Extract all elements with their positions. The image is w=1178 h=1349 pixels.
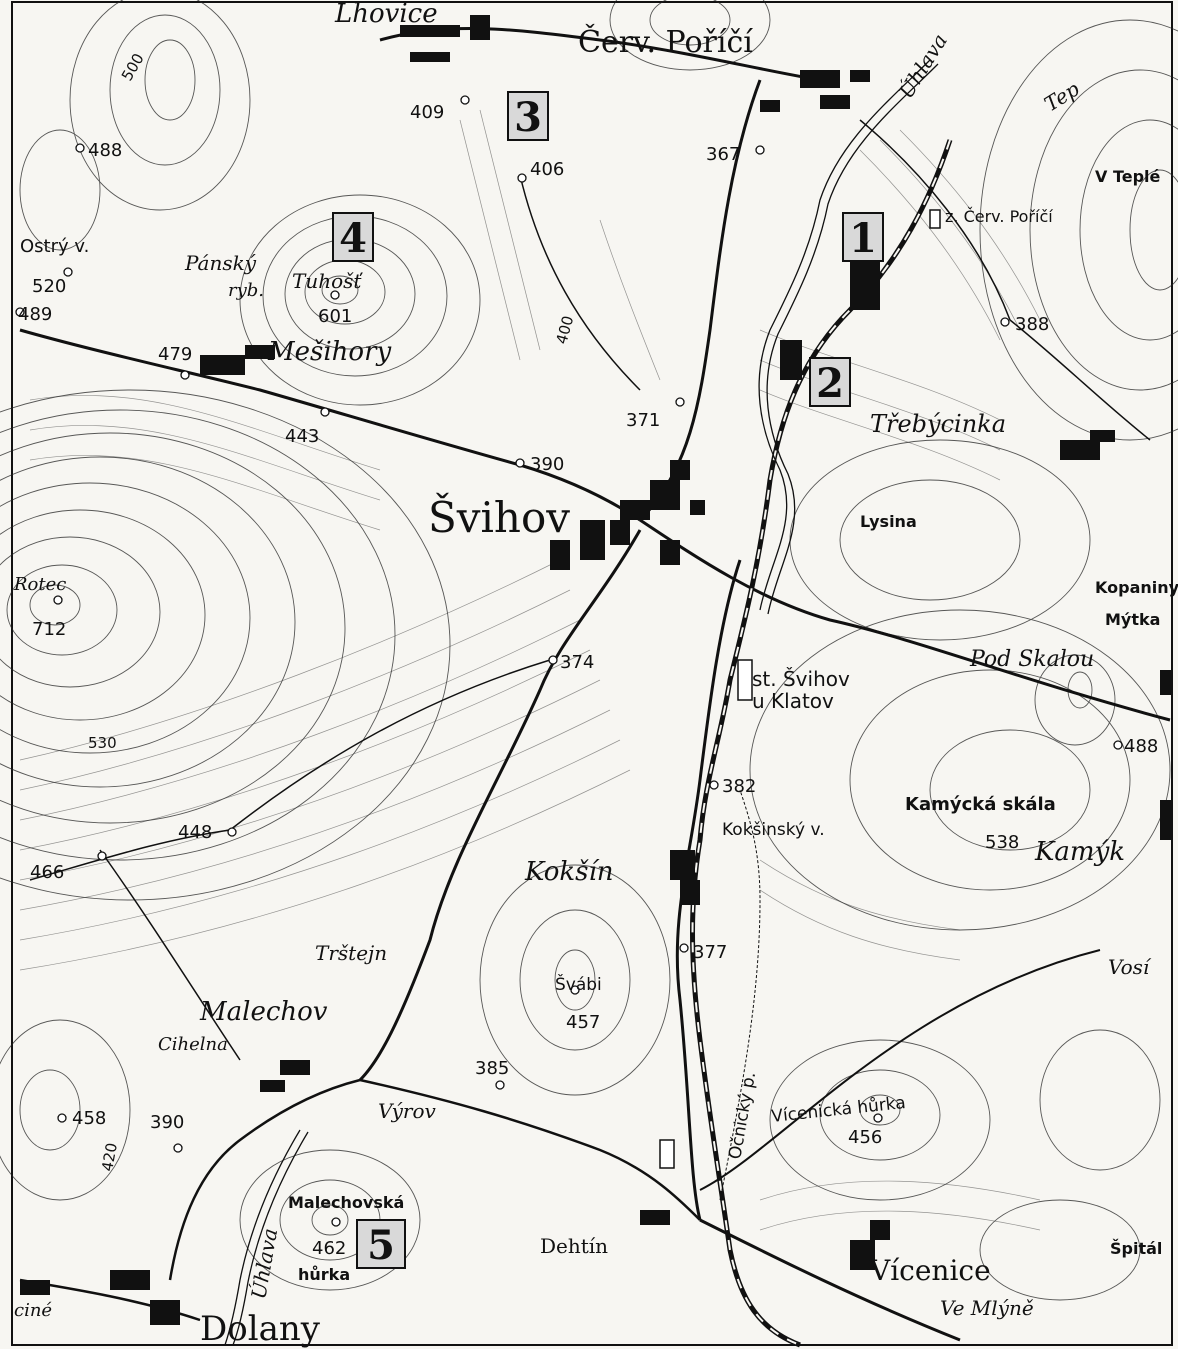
marker-5: 5 bbox=[356, 1219, 406, 1269]
label-malechovska: Malechovská bbox=[288, 1193, 404, 1212]
marker-4: 4 bbox=[332, 212, 374, 262]
railway bbox=[690, 139, 953, 1348]
height-382: 382 bbox=[722, 776, 756, 797]
height-601: 601 bbox=[318, 306, 352, 327]
label-kamyk: Kamýk bbox=[1034, 837, 1125, 867]
height-390-n: 390 bbox=[530, 454, 564, 475]
height-712: 712 bbox=[32, 619, 66, 640]
label-svabi: Švábi bbox=[555, 973, 602, 995]
marker-5-label: 5 bbox=[367, 1222, 395, 1269]
height-462: 462 bbox=[312, 1238, 346, 1259]
height-458: 458 bbox=[72, 1108, 106, 1129]
label-ostry-v: Ostrý v. bbox=[20, 236, 89, 257]
height-371: 371 bbox=[626, 410, 660, 431]
label-lhovice: Lhovice bbox=[334, 0, 438, 29]
label-malechov: Malechov bbox=[199, 997, 328, 1027]
marker-3: 3 bbox=[507, 91, 549, 141]
height-390-s: 390 bbox=[150, 1112, 184, 1133]
label-tuhost: Tuhošť bbox=[292, 269, 363, 293]
height-367: 367 bbox=[706, 144, 740, 165]
marker-2: 2 bbox=[809, 357, 851, 407]
label-hurka: hůrka bbox=[298, 1265, 350, 1284]
height-489: 489 bbox=[18, 304, 52, 325]
height-457: 457 bbox=[566, 1012, 600, 1033]
height-488-nw: 488 bbox=[88, 140, 122, 161]
label-trebycinka: Třebýcinka bbox=[870, 410, 1006, 438]
height-466: 466 bbox=[30, 862, 64, 883]
height-377: 377 bbox=[693, 942, 727, 963]
label-lysina: Lysina bbox=[860, 512, 917, 531]
height-406: 406 bbox=[530, 159, 564, 180]
marker-3-label: 3 bbox=[514, 94, 542, 141]
height-488-e: 488 bbox=[1124, 736, 1158, 757]
numbered-markers: 1 2 3 4 5 bbox=[332, 91, 884, 1269]
building-blocks bbox=[20, 15, 1172, 1325]
label-u-klatov: u Klatov bbox=[752, 689, 834, 713]
height-479: 479 bbox=[158, 344, 192, 365]
contour-value-labels: 500 400 530 420 bbox=[88, 50, 577, 1172]
height-448: 448 bbox=[178, 822, 212, 843]
label-mytka: Mýtka bbox=[1105, 610, 1160, 629]
marker-1-label: 1 bbox=[849, 215, 877, 262]
label-cihelna: Cihelna bbox=[158, 1034, 228, 1055]
height-443: 443 bbox=[285, 426, 319, 447]
marker-1: 1 bbox=[842, 212, 884, 262]
contour-lines bbox=[0, 0, 1178, 1301]
label-pod-skalou: Pod Skalou bbox=[969, 647, 1094, 672]
label-rotec: Rotec bbox=[13, 574, 66, 595]
height-520: 520 bbox=[32, 276, 66, 297]
spot-height-markers bbox=[15, 95, 1123, 1227]
contour-530: 530 bbox=[88, 734, 117, 752]
label-trstejn: Trštejn bbox=[315, 941, 387, 965]
spot-height-labels: 488 409 406 367 520 489 601 479 443 390 … bbox=[18, 102, 1158, 1259]
label-mesihory: Mešihory bbox=[267, 337, 391, 367]
label-ve-mlyne: Ve Mlýně bbox=[940, 1296, 1034, 1320]
label-dehtin: Dehtín bbox=[540, 1234, 608, 1258]
height-388: 388 bbox=[1015, 314, 1049, 335]
height-456: 456 bbox=[848, 1127, 882, 1148]
height-385: 385 bbox=[475, 1058, 509, 1079]
station-buildings bbox=[659, 209, 941, 1169]
label-st-svihov: st. Švihov bbox=[752, 667, 850, 691]
label-koksinsky-v: Kokšinský v. bbox=[722, 820, 825, 840]
contour-420: 420 bbox=[98, 1141, 121, 1172]
label-vosi: Vosí bbox=[1108, 955, 1152, 979]
label-v-teple: V Teplé bbox=[1095, 167, 1161, 186]
label-z-cerv-porici: z. Červ. Poříčí bbox=[945, 207, 1053, 226]
contour-flow bbox=[19, 109, 1041, 1231]
marker-2-label: 2 bbox=[816, 360, 844, 407]
label-cine: ciné bbox=[14, 1300, 52, 1321]
height-374: 374 bbox=[560, 652, 594, 673]
label-vyrov: Výrov bbox=[378, 1099, 437, 1123]
label-vicenice: Vícenice bbox=[869, 1254, 991, 1287]
label-pansky: Pánský bbox=[184, 251, 257, 275]
label-koksin: Kokšín bbox=[524, 857, 614, 887]
stream-ocnicky bbox=[719, 789, 761, 1201]
marker-4-label: 4 bbox=[339, 215, 367, 262]
label-svihov: Švihov bbox=[428, 492, 570, 542]
label-kopaniny: Kopaniny bbox=[1095, 578, 1178, 597]
river-uhlava bbox=[224, 59, 939, 1346]
label-cerv-porici: Červ. Poříčí bbox=[578, 24, 753, 60]
label-dolany: Dolany bbox=[200, 1309, 321, 1349]
height-538: 538 bbox=[985, 832, 1019, 853]
height-409: 409 bbox=[410, 102, 444, 123]
feature-labels: Pánský ryb. Tuhošť Ostrý v. Lysina Kokši… bbox=[13, 29, 1084, 1301]
label-ryb: ryb. bbox=[228, 280, 264, 301]
label-spital: Špitál bbox=[1110, 1239, 1162, 1258]
label-kamycka-skala: Kamýcká skála bbox=[905, 794, 1056, 815]
settlement-labels: Lhovice Červ. Poříčí Mešihory Švihov Kok… bbox=[14, 0, 1178, 1349]
